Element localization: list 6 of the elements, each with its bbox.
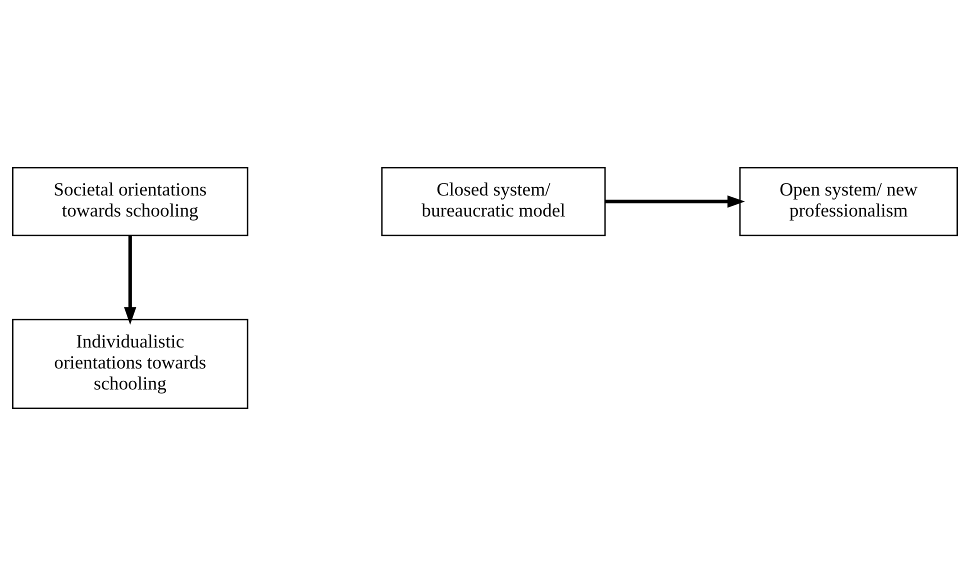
node-box: Closed system/ bureaucratic model [381, 166, 606, 236]
node-box: Open system/ new professionalism [739, 166, 958, 236]
arrow [605, 194, 746, 208]
node-box: Societal orientations towards schooling [12, 166, 248, 236]
arrow [124, 235, 136, 324]
node-box: Individualistic orientations towards schooling [12, 318, 248, 409]
